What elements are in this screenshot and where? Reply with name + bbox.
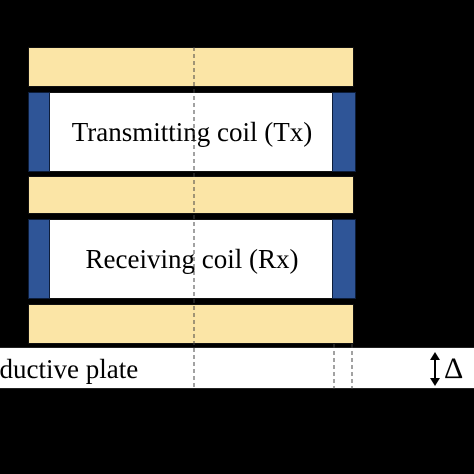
gap-delta-label: Δ bbox=[444, 352, 464, 385]
tx-winding-left bbox=[28, 92, 50, 172]
receiving-coil: Receiving coil (Rx) bbox=[28, 219, 356, 299]
transmitting-coil: Transmitting coil (Tx) bbox=[28, 92, 356, 172]
rx-winding-right bbox=[332, 219, 356, 299]
inductive-plate-label: nductive plate bbox=[0, 354, 139, 384]
ferrite-layer-bottom bbox=[28, 304, 354, 344]
tx-winding-right bbox=[332, 92, 356, 172]
receiving-coil-label: Receiving coil (Rx) bbox=[85, 243, 299, 274]
ferrite-layer-middle bbox=[28, 176, 354, 214]
inductive-plate: nductive plate Δ bbox=[0, 347, 474, 389]
transmitting-coil-label: Transmitting coil (Tx) bbox=[71, 116, 313, 147]
ferrite-layer-top bbox=[28, 47, 354, 87]
rx-winding-left bbox=[28, 219, 50, 299]
